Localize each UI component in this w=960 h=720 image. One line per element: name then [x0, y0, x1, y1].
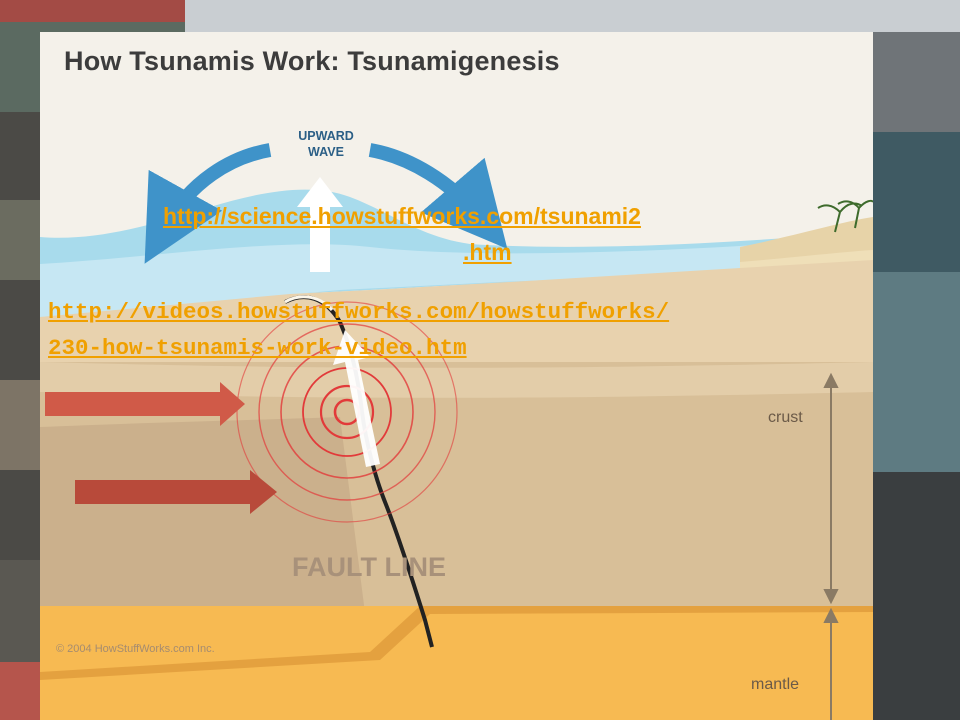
tsunami-article-link-line2: .htm	[463, 239, 512, 265]
upward-arrow-wave	[297, 177, 343, 272]
slide-title: How Tsunamis Work: Tsunamigenesis	[64, 46, 560, 76]
tsunami-video-link-line1: http://videos.howstuffworks.com/howstuff…	[48, 299, 670, 325]
tsunami-video-link[interactable]: http://videos.howstuffworks.com/howstuff…	[48, 294, 838, 366]
upward-wave-label: UPWARD	[298, 129, 354, 143]
diagram-illustration: UPWARD WAVE FAULT LINE crust mantle © 20…	[40, 32, 873, 720]
fault-line-label: FAULT LINE	[292, 552, 446, 582]
wave-arrow-left	[144, 143, 272, 264]
wave-arrow-right	[368, 143, 508, 249]
tsunami-video-link-line2: 230-how-tsunamis-work-video.htm	[48, 335, 467, 361]
tsunami-article-link-line1: http://science.howstuffworks.com/tsunami…	[163, 203, 641, 229]
upward-wave-label-line2: WAVE	[308, 145, 344, 159]
copyright-label: © 2004 HowStuffWorks.com Inc.	[56, 643, 215, 655]
tsunami-diagram: UPWARD WAVE FAULT LINE crust mantle © 20…	[40, 32, 873, 720]
plate-arrow-upper	[45, 382, 245, 426]
mantle-layer	[40, 606, 873, 720]
crust-label: crust	[768, 409, 803, 426]
plate-arrow-lower	[75, 470, 277, 514]
upward-arrow-plate	[333, 330, 380, 467]
palm-trees	[817, 199, 873, 233]
tsunami-article-link[interactable]: http://science.howstuffworks.com/tsunami…	[163, 198, 833, 270]
mantle-label: mantle	[751, 676, 799, 693]
thickness-arrows	[823, 372, 839, 720]
